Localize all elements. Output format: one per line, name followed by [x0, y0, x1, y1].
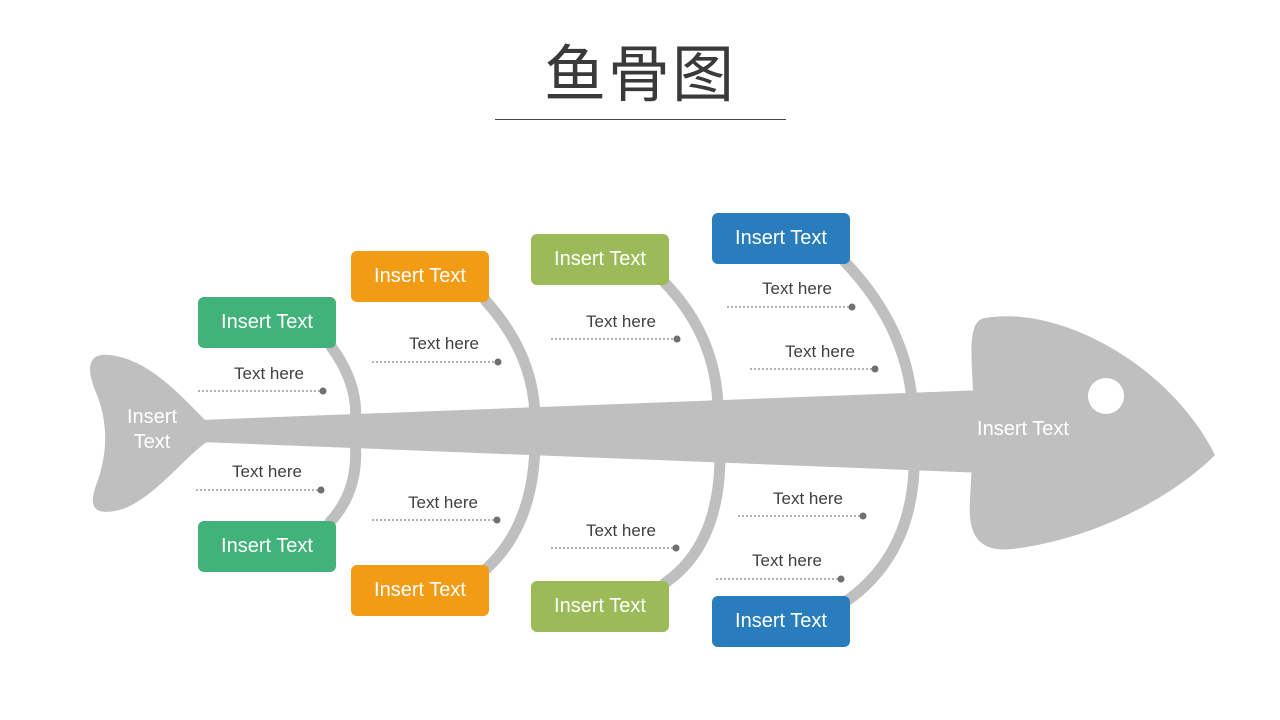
fish-eye: [1088, 378, 1124, 414]
cause-2-top-box[interactable]: Insert Text: [351, 251, 489, 302]
cause-2-bottom-box[interactable]: Insert Text: [351, 565, 489, 616]
cause-4-bottom-note-1[interactable]: Text here: [733, 489, 883, 509]
cause-4-top-note-2[interactable]: Text here: [745, 342, 895, 362]
fish-spine: [200, 390, 985, 473]
cause-4-bottom-note-2[interactable]: Text here: [712, 551, 862, 571]
tail-label: Insert Text: [112, 405, 192, 455]
cause-2-bottom-note-1[interactable]: Text here: [368, 493, 518, 513]
head-label: Insert Text: [963, 417, 1083, 442]
cause-3-bottom-box[interactable]: Insert Text: [531, 581, 669, 632]
cause-1-top-box[interactable]: Insert Text: [198, 297, 336, 348]
rib-2-top: [485, 300, 535, 420]
cause-4-top-note-1[interactable]: Text here: [722, 279, 872, 299]
cause-4-bottom-box[interactable]: Insert Text: [712, 596, 850, 647]
cause-3-bottom-note-1[interactable]: Text here: [546, 521, 696, 541]
rib-3-top: [665, 283, 718, 405]
cause-1-bottom-note-1[interactable]: Text here: [192, 462, 342, 482]
cause-3-top-note-1[interactable]: Text here: [546, 312, 696, 332]
cause-1-bottom-box[interactable]: Insert Text: [198, 521, 336, 572]
cause-3-top-box[interactable]: Insert Text: [531, 234, 669, 285]
cause-2-top-note-1[interactable]: Text here: [369, 334, 519, 354]
cause-4-top-box[interactable]: Insert Text: [712, 213, 850, 264]
rib-1-top: [330, 345, 356, 425]
cause-1-top-note-1[interactable]: Text here: [194, 364, 344, 384]
